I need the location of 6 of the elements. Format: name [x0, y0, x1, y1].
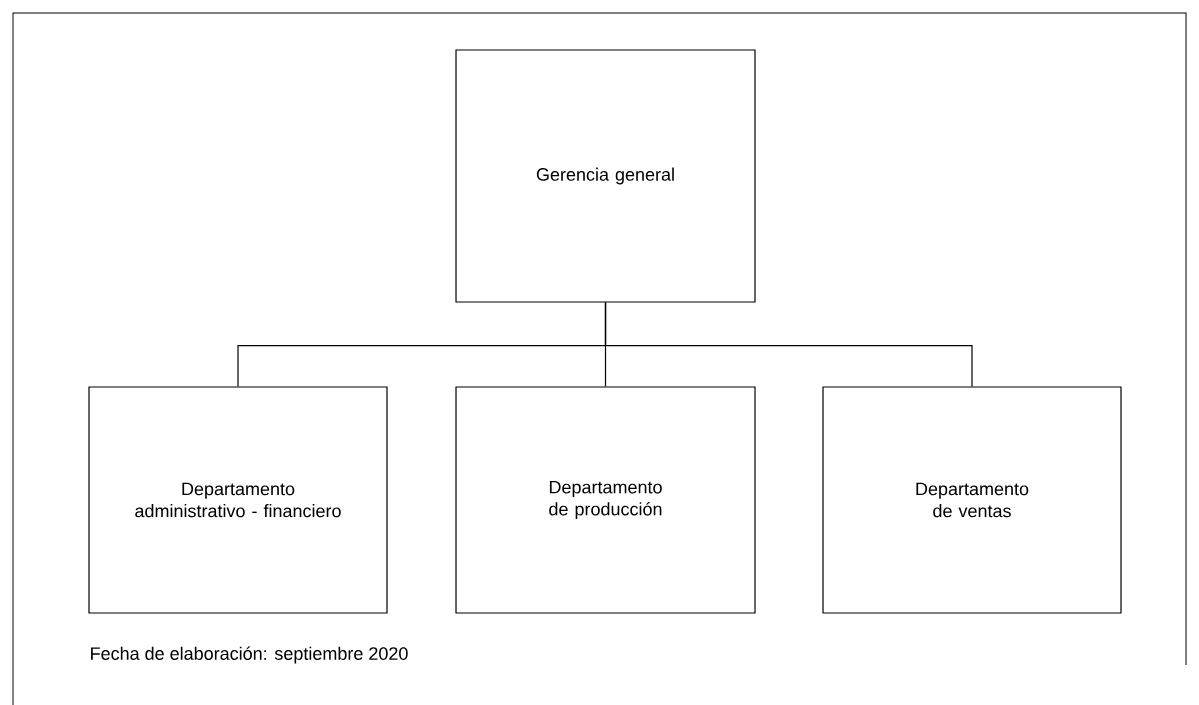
department-box: Departamento de producción: [455, 386, 756, 614]
department-box: Departamento de ventas: [822, 386, 1122, 614]
department-box: Departamento administrativo - financiero: [88, 386, 388, 614]
note-text: Fecha de elaboración: septiembre 2020: [91, 646, 408, 664]
org-box: Gerencia general: [455, 49, 756, 303]
connector-line: [604, 302, 973, 387]
